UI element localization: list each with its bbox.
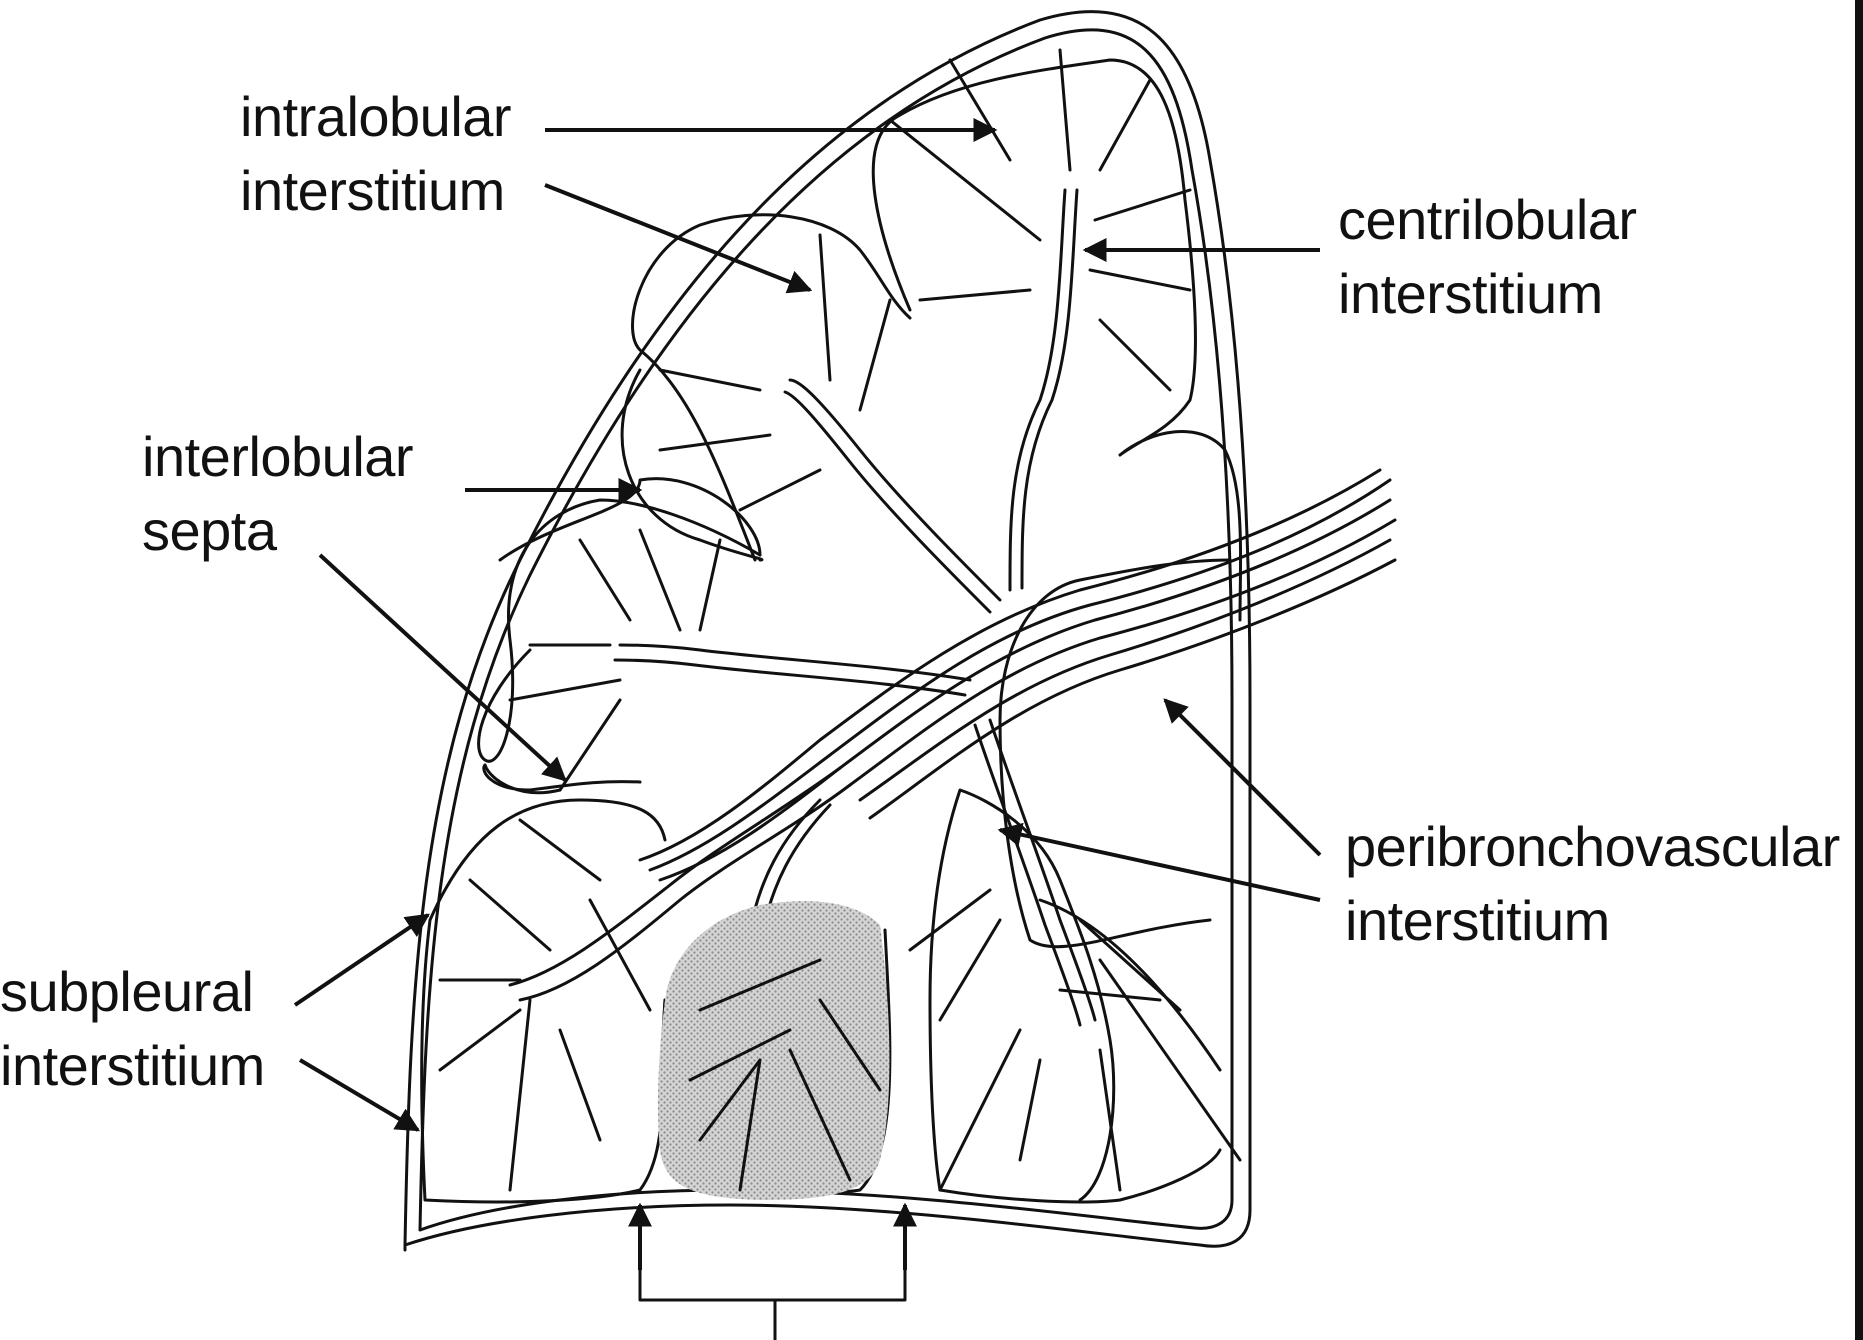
label-peribronchovascular-line1: peribronchovascular (1345, 810, 1840, 884)
label-interlobular-septa: interlobular septa (142, 420, 413, 568)
label-interlobular-line2: septa (142, 494, 413, 568)
bottom-bracket (640, 1215, 905, 1340)
label-peribronchovascular-interstitium: peribronchovascular interstitium (1345, 810, 1840, 958)
label-centrilobular-interstitium: centrilobular interstitium (1338, 183, 1637, 331)
arrow-subpleural-1 (295, 915, 428, 1005)
lobule-lower-right (930, 790, 1220, 1202)
label-subpleural-line1: subpleural (0, 955, 265, 1029)
label-interlobular-line1: interlobular (142, 420, 413, 494)
label-centrilobular-line2: interstitium (1338, 257, 1637, 331)
arrow-interlobular-2 (320, 555, 565, 780)
lobule-top-right (873, 60, 1240, 620)
label-intralobular-line2: interstitium (240, 154, 511, 228)
lobule-upper-left (633, 215, 911, 560)
arrow-intralobular-2 (545, 185, 810, 290)
arrow-peribronchovascular-1 (1165, 700, 1320, 855)
arrow-subpleural-2 (300, 1060, 418, 1130)
label-subpleural-line2: interstitium (0, 1029, 265, 1103)
lobule-lower-left (422, 800, 665, 1202)
label-intralobular-interstitium: intralobular interstitium (240, 80, 511, 228)
right-edge-bar (1855, 0, 1863, 1340)
label-centrilobular-line1: centrilobular (1338, 183, 1637, 257)
label-intralobular-line1: intralobular (240, 80, 511, 154)
label-peribronchovascular-line2: interstitium (1345, 884, 1840, 958)
label-subpleural-interstitium: subpleural interstitium (0, 955, 265, 1103)
